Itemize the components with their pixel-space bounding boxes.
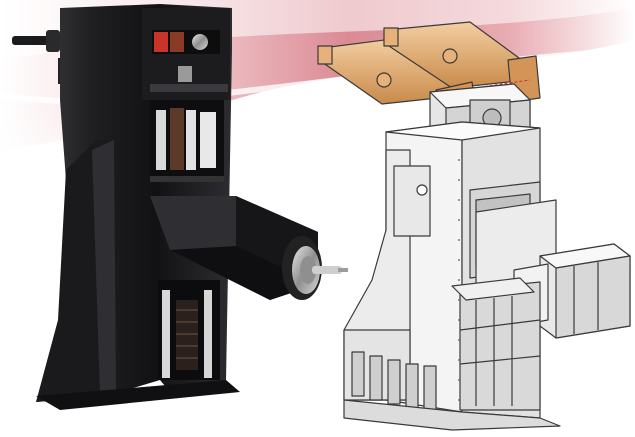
rib-window (451, 277, 541, 411)
line-drawing-column (317, 21, 631, 431)
rivet-dots (458, 159, 460, 401)
spindle-head (150, 196, 348, 300)
lower-guides (158, 280, 220, 380)
screw-window (150, 100, 224, 182)
top-frame (142, 8, 230, 100)
black-column-photo (12, 4, 348, 410)
